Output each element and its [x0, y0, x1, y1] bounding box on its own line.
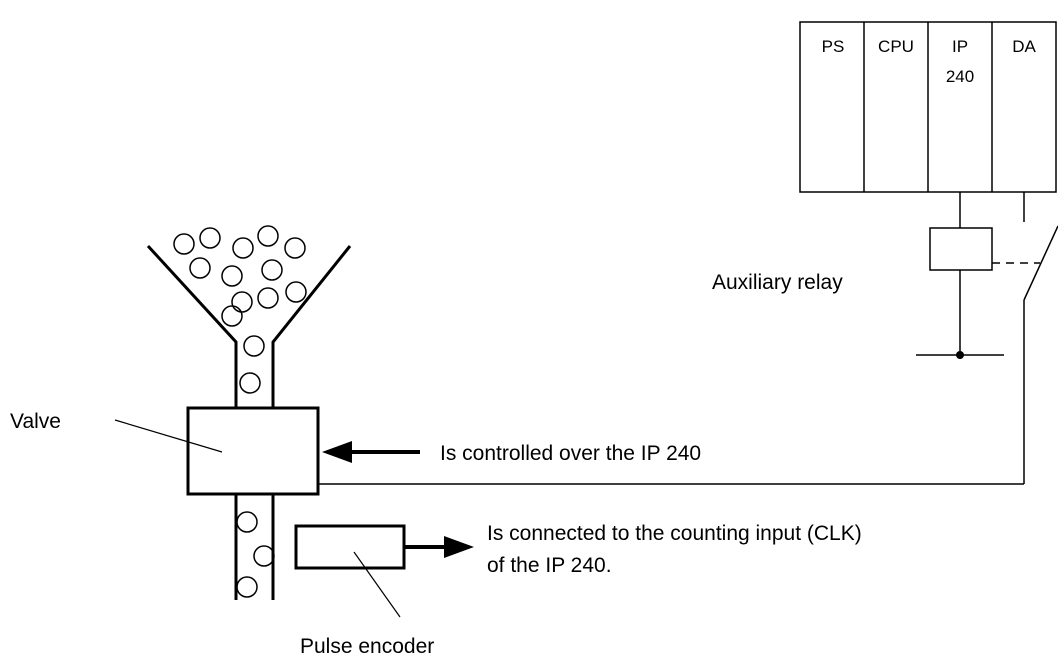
granule: [221, 265, 243, 287]
granule: [173, 233, 195, 255]
pulse-encoder-body: [294, 524, 406, 570]
granule: [199, 227, 221, 249]
ground-junction-dot: [956, 351, 964, 359]
pulse-encoder-callout-line: [353, 551, 401, 618]
hopper-right-wall: [271, 245, 352, 408]
granule: [239, 372, 261, 394]
plc-module-ip-label: IP: [952, 37, 968, 56]
valve-label: Valve: [10, 410, 61, 433]
plc-module-da-label: DA: [1012, 37, 1036, 56]
granule: [253, 545, 275, 567]
granule: [236, 576, 258, 598]
granule: [261, 259, 283, 281]
bulk-material-granules: [173, 225, 307, 394]
auxiliary-relay-label: Auxiliary relay: [712, 271, 843, 294]
plc-rack: [799, 21, 1057, 193]
plc-module-cpu-label: CPU: [878, 37, 914, 56]
counting-note-line-2: of the IP 240.: [487, 554, 612, 577]
plc-module-ps-label: PS: [822, 37, 845, 56]
valve-callout-line: [114, 419, 223, 453]
granule: [284, 237, 306, 259]
counting-note-line-1: Is connected to the counting input (CLK): [487, 522, 862, 545]
controlled-note: Is controlled over the IP 240: [440, 442, 701, 465]
granule: [257, 287, 279, 309]
granule: [232, 237, 254, 259]
granule: [231, 291, 253, 313]
plc-module-ip-number: 240: [946, 67, 974, 86]
granule: [257, 225, 279, 247]
granule: [243, 335, 265, 357]
pulse-encoder-label: Pulse encoder: [300, 635, 434, 658]
outlet-granules: [236, 511, 275, 598]
relay-circuit: [318, 192, 1058, 485]
granule: [236, 511, 258, 533]
outlet-pipe: [234, 494, 275, 600]
granule: [189, 257, 211, 279]
relay-coil: [929, 227, 993, 271]
controlled-arrow-head: [322, 441, 352, 463]
valve-body: [186, 406, 320, 496]
granule: [221, 305, 243, 327]
granule: [285, 281, 307, 303]
hopper-left-wall: [146, 244, 238, 408]
encoder-arrow-head: [444, 536, 474, 558]
hopper: [146, 244, 352, 408]
relay-contact-switch: [1023, 225, 1058, 301]
